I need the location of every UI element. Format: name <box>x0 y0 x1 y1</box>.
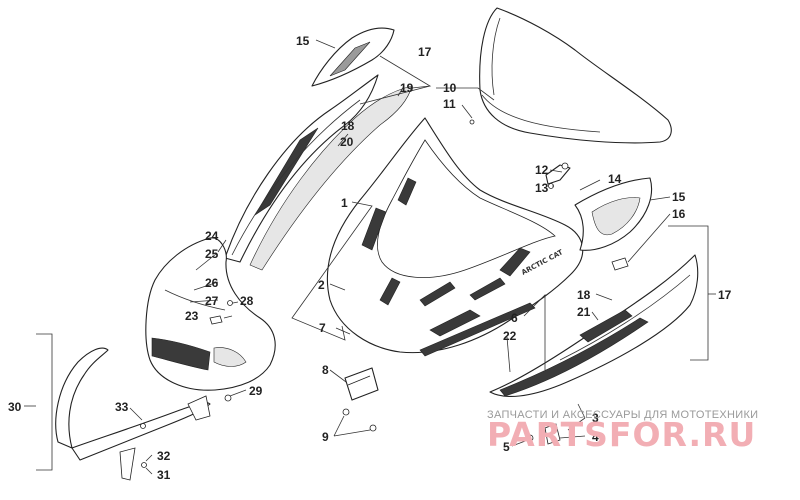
left-vent-grille <box>311 27 395 87</box>
callout-18b: 18 <box>577 288 591 302</box>
callout-8: 8 <box>322 363 329 377</box>
callout-26: 26 <box>205 276 219 290</box>
callout-22: 22 <box>503 329 517 343</box>
watermark-caption: ЗАПЧАСТИ И АКСЕССУАРЫ ДЛЯ МОТОТЕХНИКИ <box>487 409 758 421</box>
callout-1: 1 <box>341 196 348 210</box>
callout-19: 19 <box>400 81 414 95</box>
leader-lines <box>24 39 716 475</box>
callout-3: 3 <box>592 411 599 425</box>
screw-13 <box>548 183 554 189</box>
front-bumper <box>55 347 211 481</box>
mounting-bracket <box>342 367 379 432</box>
watermark-logo: PARTSFOR.RU <box>487 415 756 454</box>
screw-31 <box>141 462 147 468</box>
callout-18a: 18 <box>341 119 355 133</box>
callout-23: 23 <box>185 309 199 323</box>
latch-hardware <box>526 403 586 445</box>
callout-13: 13 <box>535 181 549 195</box>
clip-16 <box>611 257 629 271</box>
callout-2: 2 <box>318 278 325 292</box>
callouts: 15 17 19 18 20 10 11 1 2 7 12 13 14 15 1… <box>8 34 732 482</box>
screw-33 <box>140 423 146 429</box>
right-side-panel <box>489 254 699 397</box>
front-nose <box>145 237 276 391</box>
callout-24: 24 <box>205 229 219 243</box>
callout-31: 31 <box>157 468 171 482</box>
screw-29 <box>224 394 232 402</box>
callout-6: 6 <box>511 311 518 325</box>
callout-17a: 17 <box>418 45 432 59</box>
left-trim-strip <box>249 85 413 271</box>
left-side-panel <box>224 74 379 263</box>
callout-15a: 15 <box>296 34 310 48</box>
hood: ARCTIC CAT <box>326 117 584 357</box>
callout-12: 12 <box>535 163 549 177</box>
callout-20: 20 <box>340 135 354 149</box>
callout-25: 25 <box>205 247 219 261</box>
callout-11: 11 <box>443 97 456 111</box>
callout-4: 4 <box>592 430 599 444</box>
right-vent-grille <box>574 177 653 251</box>
callout-30: 30 <box>8 400 22 414</box>
callout-16: 16 <box>672 207 686 221</box>
callout-27: 27 <box>205 294 219 308</box>
screw-28 <box>227 300 233 306</box>
callout-15b: 15 <box>672 190 686 204</box>
callout-5: 5 <box>503 440 510 454</box>
callout-10: 10 <box>443 81 457 95</box>
windshield <box>479 7 672 144</box>
callout-28: 28 <box>240 294 254 308</box>
clip-23 <box>209 315 223 325</box>
callout-32: 32 <box>157 449 171 463</box>
bracket-12 <box>545 162 571 185</box>
callout-7: 7 <box>319 321 326 335</box>
callout-29: 29 <box>249 384 263 398</box>
callout-33: 33 <box>115 400 129 414</box>
callout-9: 9 <box>322 430 329 444</box>
callout-21: 21 <box>577 305 591 319</box>
watermark: ЗАПЧАСТИ И АКСЕССУАРЫ ДЛЯ МОТОТЕХНИКИ PA… <box>487 409 758 454</box>
screw-11 <box>469 119 475 125</box>
callout-17b: 17 <box>718 288 732 302</box>
callout-14: 14 <box>608 172 622 186</box>
